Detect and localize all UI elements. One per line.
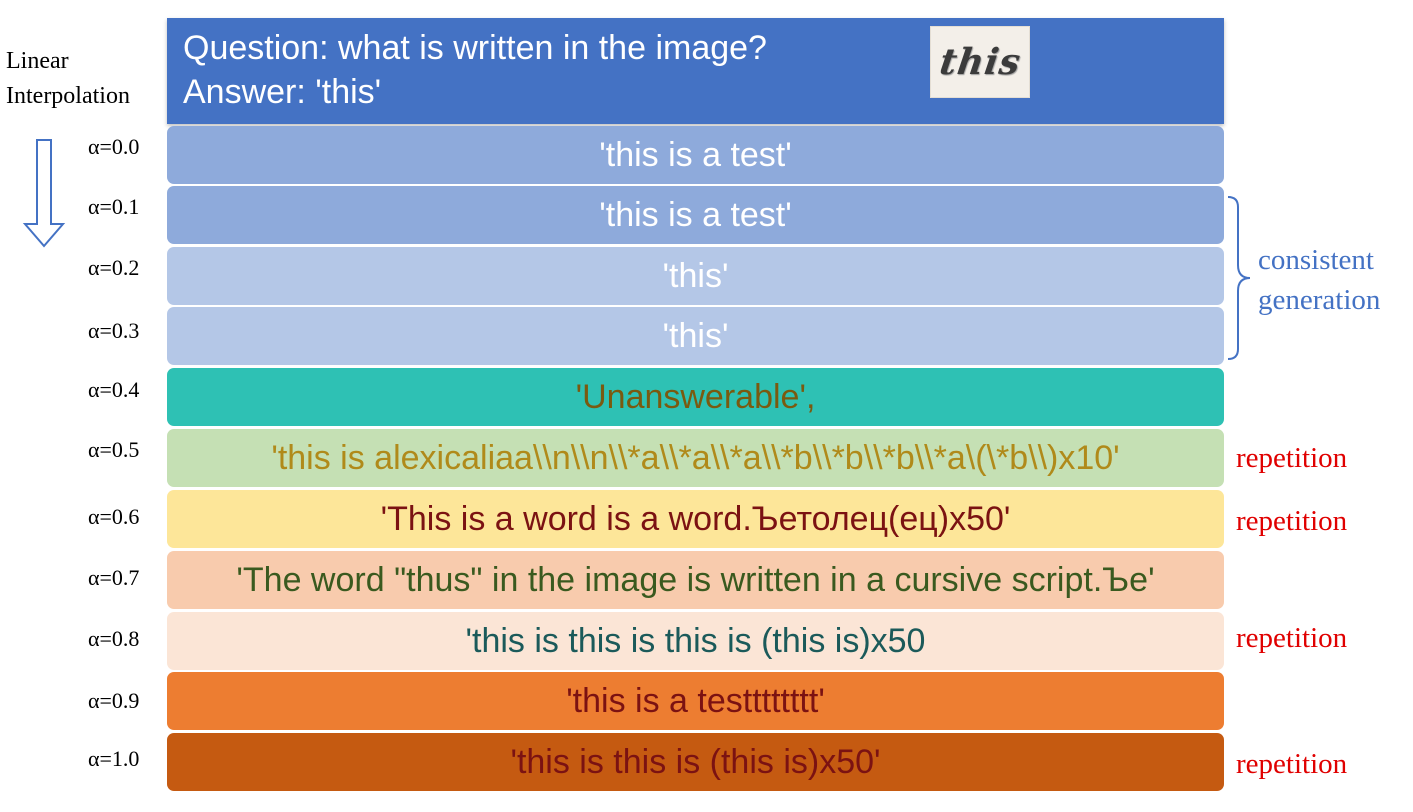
output-text: 'this' bbox=[662, 316, 729, 355]
consistent-label-line1: consistent bbox=[1258, 244, 1374, 276]
output-text: 'this is this is (this is)x50' bbox=[510, 742, 881, 781]
output-text: 'This is a word is a word.Ъетолец(ец)x50… bbox=[380, 499, 1011, 538]
output-text: 'this is this is this is (this is)x50 bbox=[465, 621, 926, 660]
output-row-box: 'Unanswerable', bbox=[167, 368, 1224, 426]
alpha-label: α=0.5 bbox=[88, 437, 140, 462]
output-row-box: 'this' bbox=[167, 247, 1224, 305]
side-title-line2: Interpolation bbox=[6, 83, 130, 109]
alpha-label: α=0.9 bbox=[88, 688, 140, 713]
sample-word-text: this bbox=[936, 41, 1024, 83]
alpha-label: α=1.0 bbox=[88, 746, 140, 771]
output-row-box: 'this' bbox=[167, 307, 1224, 365]
alpha-label: α=0.8 bbox=[88, 626, 140, 651]
output-text: 'this is a testttttttt' bbox=[566, 681, 825, 720]
output-text: 'this is a test' bbox=[599, 195, 792, 234]
output-row-box: 'This is a word is a word.Ъетолец(ец)x50… bbox=[167, 490, 1224, 548]
linear-interpolation-title: Linear Interpolation bbox=[6, 44, 130, 114]
answer-text: Answer: 'this' bbox=[183, 73, 382, 111]
alpha-label: α=0.1 bbox=[88, 194, 140, 219]
repetition-note: repetition bbox=[1236, 748, 1348, 780]
side-title-line1: Linear bbox=[6, 48, 69, 74]
repetition-note: repetition bbox=[1236, 505, 1348, 537]
output-row-box: 'this is alexicaliaa\\n\\n\\*a\\*a\\*a\\… bbox=[167, 429, 1224, 487]
alpha-label: α=0.2 bbox=[88, 255, 140, 280]
output-text: 'this' bbox=[662, 256, 729, 295]
consistent-generation-label: consistent generation bbox=[1258, 240, 1380, 320]
repetition-note: repetition bbox=[1236, 442, 1348, 474]
output-row-box: 'this is a test' bbox=[167, 126, 1224, 184]
sample-word-image: this bbox=[930, 26, 1030, 98]
output-row-box: 'this is a testttttttt' bbox=[167, 672, 1224, 730]
alpha-label: α=0.4 bbox=[88, 377, 140, 402]
output-row-box: 'this is this is this is (this is)x50 bbox=[167, 612, 1224, 670]
repetition-note: repetition bbox=[1236, 622, 1348, 654]
output-text: 'The word "thus" in the image is written… bbox=[236, 560, 1155, 599]
question-text: Question: what is written in the image? bbox=[183, 29, 767, 67]
output-row-box: 'The word "thus" in the image is written… bbox=[167, 551, 1224, 609]
alpha-label: α=0.3 bbox=[88, 318, 140, 343]
question-box: Question: what is written in the image? … bbox=[167, 18, 1224, 124]
output-row-box: 'this is a test' bbox=[167, 186, 1224, 244]
consistent-label-line2: generation bbox=[1258, 284, 1381, 316]
output-row-box: 'this is this is (this is)x50' bbox=[167, 733, 1224, 791]
output-text: 'Unanswerable', bbox=[575, 377, 816, 416]
alpha-label: α=0.6 bbox=[88, 504, 140, 529]
right-curly-bracket-icon bbox=[1227, 196, 1251, 360]
output-text: 'this is alexicaliaa\\n\\n\\*a\\*a\\*a\\… bbox=[271, 438, 1120, 477]
output-text: 'this is a test' bbox=[599, 135, 792, 174]
alpha-label: α=0.7 bbox=[88, 565, 140, 590]
alpha-label: α=0.0 bbox=[88, 134, 140, 159]
down-arrow-icon bbox=[22, 139, 66, 248]
